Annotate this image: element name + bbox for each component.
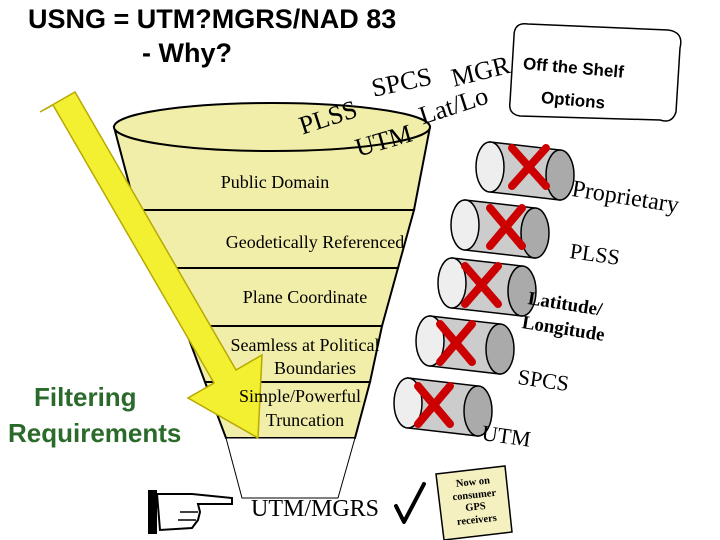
pointing-hand-icon [148, 490, 233, 534]
result-label: UTM/MGRS [250, 496, 380, 522]
layer-label-simple-powerful: Simple/Powerful [239, 386, 361, 406]
filtering-label-line1: Filtering [34, 382, 137, 412]
filtering-arrow [39, 90, 263, 440]
layer-label-seamless: Seamless at Political [230, 335, 380, 355]
funnel-rim [113, 102, 431, 152]
option-cylinder-utm [393, 377, 493, 437]
gps-note: Now on consumer GPS receivers [441, 474, 510, 530]
page-title: USNG = UTM?MGRS/NAD 83 [28, 4, 397, 34]
option-cylinder-spcs [415, 315, 515, 375]
shelf-banner [508, 23, 682, 122]
x-mark-icon [461, 262, 502, 308]
x-mark-icon [436, 320, 476, 366]
page-subtitle: - Why? [142, 38, 232, 68]
x-mark-icon [486, 204, 526, 250]
x-mark-icon [508, 144, 550, 190]
layer-label-boundaries: Boundaries [274, 358, 356, 378]
layer-label-geodetically-referenced: Geodetically Referenced [225, 232, 405, 252]
gps-note-box [435, 465, 513, 540]
layer-label-truncation: Truncation [265, 410, 345, 430]
funnel-spout [225, 437, 356, 499]
checkmark-icon [394, 482, 426, 524]
x-mark-icon [414, 382, 454, 428]
layer-label-public-domain: Public Domain [220, 172, 330, 192]
filtering-label-line2: Requirements [8, 418, 182, 448]
layer-label-plane-coordinate: Plane Coordinate [242, 287, 368, 307]
